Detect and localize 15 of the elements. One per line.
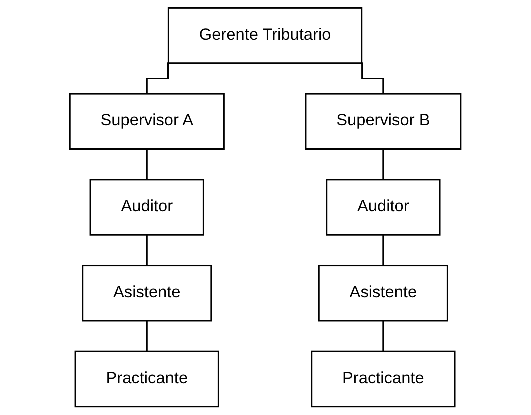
connector bbox=[146, 320, 148, 352]
node-box: Auditor bbox=[90, 179, 204, 236]
node-box: Gerente Tributario bbox=[168, 7, 363, 64]
connector bbox=[382, 234, 384, 267]
node-box: Supervisor A bbox=[69, 93, 225, 150]
connector bbox=[382, 320, 384, 352]
node-box: Asistente bbox=[82, 265, 212, 322]
node-box: Practicante bbox=[311, 350, 456, 408]
connector bbox=[146, 148, 148, 181]
connector bbox=[382, 148, 384, 181]
node-box: Asistente bbox=[318, 265, 448, 322]
connector bbox=[146, 234, 148, 267]
node-box: Auditor bbox=[326, 179, 441, 236]
node-box: Practicante bbox=[74, 350, 220, 408]
node-box: Supervisor B bbox=[305, 93, 462, 150]
